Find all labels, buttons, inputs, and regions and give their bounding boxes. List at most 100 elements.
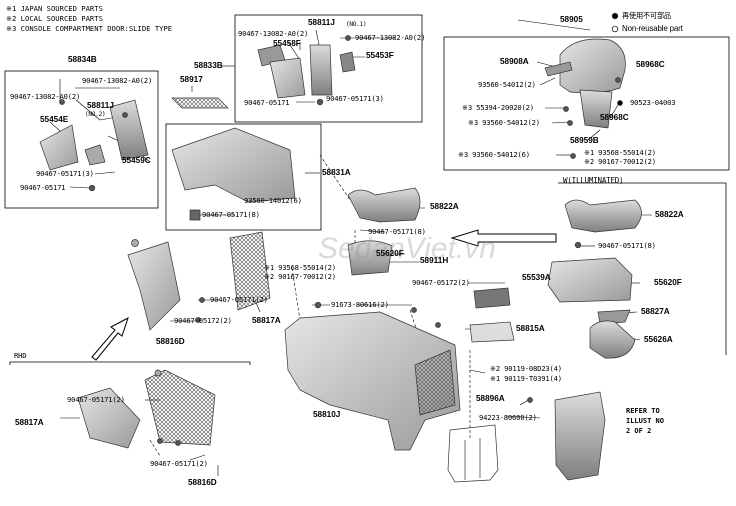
clip-b xyxy=(122,112,128,118)
part-55620f-center xyxy=(347,240,393,276)
part-58917 xyxy=(171,97,229,109)
note-2: ※2 LOCAL SOURCED PARTS xyxy=(6,14,103,23)
label-58817a-1: 58817A xyxy=(252,316,281,325)
label-90467-13082-a0-3: 90467-13082-A0(2) xyxy=(238,29,309,38)
part-58822a-illum xyxy=(564,199,642,233)
part-58810j xyxy=(284,311,461,451)
label-90467-05171-8b: 90467-05171(8) xyxy=(368,227,426,236)
legend-circle xyxy=(611,25,619,33)
label-90467-05171-2c: 90467-05171(2) xyxy=(150,459,208,468)
section-no1: (NO.1) xyxy=(346,21,367,28)
label-58811j-left: 58811J xyxy=(87,101,114,110)
screw-b xyxy=(567,120,573,126)
direction-arrows xyxy=(91,229,557,361)
part-55626a xyxy=(589,320,636,359)
label-90467-05171-8c: 90467-05171(8) xyxy=(598,241,656,250)
screw-d xyxy=(615,77,621,83)
part-58816d-rhd xyxy=(144,369,216,446)
label-93560-54012-2a: 93560-54012(2) xyxy=(478,80,536,89)
label-58822a-2: 58822A xyxy=(655,210,684,219)
label-90467-05172-2a: 90467-05172(2) xyxy=(174,316,232,325)
label-58908a: 58908A xyxy=(500,57,529,66)
clip-m xyxy=(157,438,163,444)
clip-l xyxy=(527,397,533,403)
clip-f xyxy=(574,241,582,249)
part-58822a-center xyxy=(347,187,421,223)
label-91673-80616: 91673-80616(2) xyxy=(331,300,389,309)
label-58911h: 58911H xyxy=(420,256,449,265)
part-58827a xyxy=(597,309,631,325)
part-58896a xyxy=(447,424,499,483)
label-90467-05171-3b: 90467-05171(3) xyxy=(326,94,384,103)
label-93560-14012: 93560-14012(6) xyxy=(244,196,302,205)
part-55453f xyxy=(339,51,356,73)
label-58968c-1: 58968C xyxy=(636,60,665,69)
clip-d xyxy=(316,98,324,106)
label-90167-70012-b: ※2 90167-70012(2) xyxy=(264,272,336,281)
label-55454e: 55454E xyxy=(40,115,69,124)
label-90467-05171-8a: 90467-05171(8) xyxy=(202,210,260,219)
part-58831a xyxy=(171,127,296,203)
part-58815a xyxy=(469,321,515,343)
label-93560-54012-2b: ※3 93560-54012(2) xyxy=(468,118,540,127)
label-58816d-1: 58816D xyxy=(156,337,185,346)
label-90467-05172-2b: 90467-05172(2) xyxy=(412,278,470,287)
part-58811j-top xyxy=(309,44,333,96)
part-55620f-illum xyxy=(547,257,633,303)
label-58817a-2: 58817A xyxy=(15,418,44,427)
refer-line-2: ILLUST NO xyxy=(626,417,664,425)
part-58810j-grille xyxy=(414,349,456,416)
label-58896a: 58896A xyxy=(476,394,505,403)
clip-a xyxy=(59,99,65,105)
refer-line-1: REFER TO xyxy=(626,407,660,415)
part-58817a-rhd xyxy=(77,387,141,449)
refer-line-3: 2 OF 2 xyxy=(626,427,652,435)
label-58811j-top: 58811J xyxy=(308,18,335,27)
label-58834b: 58834B xyxy=(68,55,97,64)
label-58816d-2: 58816D xyxy=(188,478,217,487)
label-90467-13082-a0-1: 90467-13082-A0(2) xyxy=(82,76,153,85)
label-58917: 58917 xyxy=(180,75,203,84)
clip-k xyxy=(435,322,441,328)
label-93560-54012-6: ※3 93560-54012(6) xyxy=(458,150,530,159)
label-58905: 58905 xyxy=(560,15,583,24)
part-55459c xyxy=(84,144,106,166)
clip-j xyxy=(411,307,417,313)
part-58911h xyxy=(473,287,511,309)
label-94223-80600: 94223-80600(2) xyxy=(479,413,537,422)
note-3: ※3 CONSOLE COMPARTMENT DOOR:SLIDE TYPE xyxy=(6,24,173,33)
section-rhd: RHD xyxy=(14,351,27,360)
label-55539a: 55539A xyxy=(522,273,551,282)
legend-dot xyxy=(611,12,619,20)
label-55620f-2: 55620F xyxy=(654,278,682,287)
part-58959b xyxy=(579,89,613,129)
clip-h xyxy=(195,317,201,323)
label-90119-t0391: ※1 90119-T0391(4) xyxy=(490,374,562,383)
label-58815a: 58815A xyxy=(516,324,545,333)
label-90467-05171-b: 90467-05171 xyxy=(244,98,290,107)
label-93568-55014-b: ※1 93568-55014(2) xyxy=(264,263,336,272)
label-90467-13082-a0-2: 90467-13082-A0(2) xyxy=(10,92,81,101)
note-1: ※1 JAPAN SOURCED PARTS xyxy=(6,4,103,13)
section-w-illuminated: W(ILLUMINATED) xyxy=(563,176,624,185)
screw-a xyxy=(563,106,569,112)
frame-illuminated xyxy=(558,182,727,355)
label-55620f-1: 55620F xyxy=(376,249,404,258)
watermark: SedanViet.vn xyxy=(318,232,496,265)
label-58831a: 58831A xyxy=(322,168,351,177)
frame-58905 xyxy=(443,36,730,171)
legend-english: Non-reusable part xyxy=(622,24,683,33)
nut-e xyxy=(617,100,623,106)
label-55458f: 55458F xyxy=(273,39,301,48)
label-90467-13082-a0-4: 90467-13082-A0(2) xyxy=(355,33,426,42)
arrow-right-to-left xyxy=(450,229,557,247)
label-55394-20020: ※3 55394-20020(2) xyxy=(462,103,534,112)
label-55626a: 55626A xyxy=(644,335,673,344)
label-90467-05171-2a: 90467-05171(2) xyxy=(210,295,268,304)
label-93568-55014-a: ※1 93568-55014(2) xyxy=(584,148,656,157)
label-58822a-1: 58822A xyxy=(430,202,459,211)
screw-c xyxy=(570,153,576,159)
clip-58831a xyxy=(189,209,201,221)
